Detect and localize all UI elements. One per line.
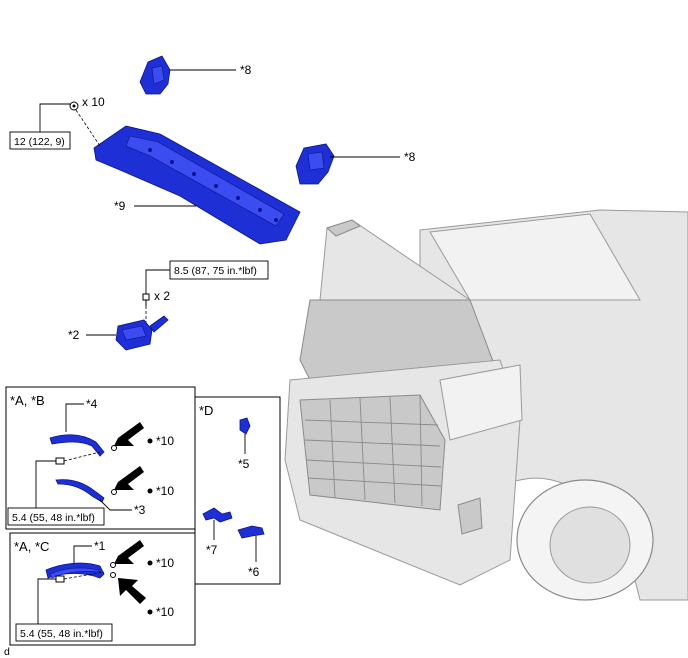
- callout-10-ab-2: *10: [156, 484, 174, 498]
- callout-8-upper: *8: [240, 63, 252, 77]
- part-8-upper-cover: [139, 55, 171, 95]
- callout-10-ab-1: *10: [156, 434, 174, 448]
- vehicle-headlight: [439, 364, 523, 441]
- arrow-icon: [114, 540, 144, 564]
- torque-value-85: 8.5 (87, 75 in.*lbf): [174, 265, 257, 277]
- bolt-qty-2: x 2: [154, 289, 170, 303]
- callout-5: *5: [238, 457, 250, 471]
- part-7-joint: [202, 507, 233, 523]
- torque-value-12: 12 (122, 9): [14, 136, 65, 148]
- part-4-hose: [49, 434, 105, 457]
- vehicle-fog-lamp: [457, 497, 483, 535]
- torque-leader-ac: [37, 578, 56, 624]
- vehicle-grille: [299, 394, 446, 511]
- torque-leader-ab: [35, 460, 56, 508]
- callout-10-ac-2: *10: [156, 605, 174, 619]
- bolt-icon: [142, 293, 150, 306]
- callout-6: *6: [248, 565, 260, 579]
- torque-leader-12: [39, 103, 70, 132]
- torque-value-ac: 5.4 (55, 48 in.*lbf): [20, 628, 103, 640]
- bolt-icon: [69, 101, 79, 111]
- torque-box-ac: [15, 623, 113, 642]
- panel-ab: *A, *B *4 *10 *10 *3 5.4 (55, 48 in.*lbf…: [5, 386, 196, 530]
- part-3-hose: [55, 479, 105, 503]
- callout-10-ac-1: *10: [156, 556, 174, 570]
- part-5-clip: [239, 417, 251, 435]
- torque-leader-85: [145, 269, 170, 294]
- leader-1: [73, 545, 92, 564]
- callout-7: *7: [206, 543, 218, 557]
- bolt-qty-10: x 10: [82, 95, 105, 109]
- panel-ac: *A, *C *1 *10 *10 5.4 (55, 48 in.*lbf): [9, 532, 196, 646]
- bolt-icon: [55, 457, 65, 465]
- part-2-washer-assembly: [115, 315, 169, 351]
- footer-mark: d: [4, 646, 10, 658]
- part-8-right-cover: [295, 143, 335, 185]
- leader-3: [99, 499, 132, 511]
- panel-ac-header: *A, *C: [14, 539, 49, 554]
- part-9-cowl-panel: [93, 125, 301, 245]
- callout-9: *9: [114, 199, 126, 213]
- bolt-path-10: [75, 109, 101, 147]
- part-6-joint: [237, 525, 265, 539]
- panel-d-header: *D: [199, 403, 213, 418]
- bolt-icon: [55, 575, 65, 583]
- panel-d: *D *5 *7 *6: [194, 396, 281, 585]
- callout-1: *1: [94, 539, 106, 553]
- panel-ab-header: *A, *B: [10, 393, 45, 408]
- callout-4: *4: [86, 397, 98, 411]
- torque-value-ab: 5.4 (55, 48 in.*lbf): [12, 512, 95, 524]
- callout-2: *2: [68, 328, 80, 342]
- arrow-icon: [114, 422, 144, 446]
- vehicle-illustration: [284, 209, 688, 601]
- torque-box-ab: [7, 507, 105, 526]
- callout-3: *3: [134, 503, 146, 517]
- vehicle-windshield: [429, 213, 641, 301]
- arrow-icon: [118, 578, 146, 604]
- fastener-dot: [147, 560, 153, 566]
- hood-edge: [326, 219, 361, 237]
- torque-box-12: [9, 131, 71, 150]
- fastener-dot: [147, 609, 153, 615]
- callout-8-right: *8: [404, 150, 416, 164]
- fastener-dot: [147, 438, 153, 444]
- vehicle-front-wheel: [516, 479, 654, 601]
- leader-4: [65, 403, 84, 432]
- arrow-icon: [114, 466, 144, 490]
- fastener-dot: [147, 488, 153, 494]
